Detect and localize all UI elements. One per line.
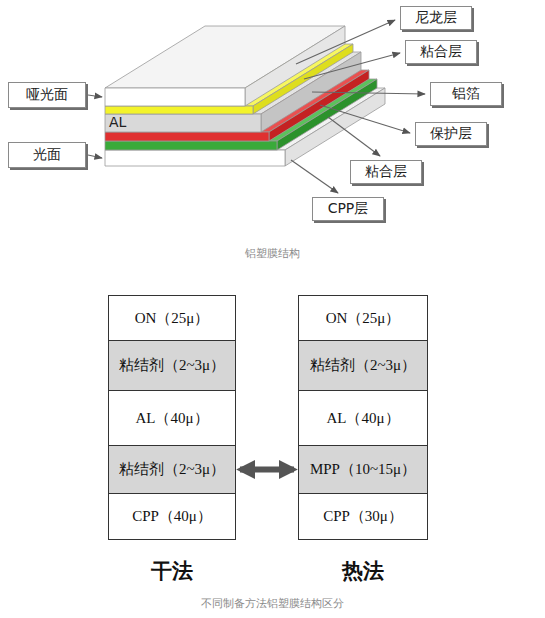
callout-label: 粘合层 <box>420 43 462 61</box>
layer-cell: AL（40μ） <box>298 390 428 446</box>
callout-label: 哑光面 <box>26 86 68 104</box>
layer-text: ON（25μ） <box>326 309 401 328</box>
double-arrow <box>240 467 294 473</box>
figure-caption: 不同制备方法铝塑膜结构区分 <box>0 596 545 611</box>
method-heading: 干法 <box>108 557 236 585</box>
layer-face <box>105 132 269 141</box>
layer-face <box>105 106 253 114</box>
layer-cell: ON（25μ） <box>108 295 236 341</box>
layer-cell: ON（25μ） <box>298 295 428 341</box>
layer-cell: 粘结剂（2~3μ） <box>298 340 428 391</box>
layer-cell: AL（40μ） <box>108 390 236 446</box>
layer-text: 粘结剂（2~3μ） <box>310 356 416 375</box>
structure-stack: 热法ON（25μ）粘结剂（2~3μ）AL（40μ）MPP（10~15μ）CPP（… <box>298 295 428 540</box>
figure-caption: 铝塑膜结构 <box>0 246 545 261</box>
layer-face <box>105 150 285 166</box>
layer-cell: CPP（40μ） <box>108 493 236 540</box>
layer-cell: CPP（30μ） <box>298 493 428 540</box>
callout-box: 尼龙层 <box>400 6 472 30</box>
layer-cell: 粘结剂（2~3μ） <box>108 445 236 494</box>
callout-box: CPP层 <box>312 197 384 221</box>
callout-box: 保护层 <box>415 122 487 146</box>
layer-text: CPP（40μ） <box>132 507 212 526</box>
callout-label: 粘合层 <box>365 163 407 181</box>
layer-mark: AL <box>109 114 126 130</box>
layer-cell: MPP（10~15μ） <box>298 445 428 494</box>
callout-box: 光面 <box>8 142 86 168</box>
film-stack <box>105 26 385 166</box>
layer-text: AL（40μ） <box>326 409 399 428</box>
layer-face <box>105 88 245 106</box>
layer-text: 粘结剂（2~3μ） <box>119 460 225 479</box>
callout-label: 尼龙层 <box>415 9 457 27</box>
structure-stack: 干法ON（25μ）粘结剂（2~3μ）AL（40μ）粘结剂（2~3μ）CPP（40… <box>108 295 236 540</box>
leader-lines <box>88 20 425 193</box>
layer-face <box>105 141 277 150</box>
layer-text: CPP（30μ） <box>323 507 403 526</box>
method-heading: 热法 <box>298 557 428 585</box>
layer-face <box>105 114 261 132</box>
layer-text: ON（25μ） <box>135 309 210 328</box>
callout-box: 哑光面 <box>8 82 86 108</box>
callout-label: 光面 <box>33 146 61 164</box>
callout-label: 铝箔 <box>452 85 480 103</box>
callout-label: 保护层 <box>430 125 472 143</box>
layer-text: MPP（10~15μ） <box>310 460 416 479</box>
layer-text: 粘结剂（2~3μ） <box>119 356 225 375</box>
callout-box: 粘合层 <box>350 160 422 184</box>
layer-face <box>245 26 345 106</box>
layer-cell: 粘结剂（2~3μ） <box>108 340 236 391</box>
layer-text: AL（40μ） <box>135 409 208 428</box>
callout-label: CPP层 <box>328 200 369 218</box>
callout-box: 铝箔 <box>430 82 502 106</box>
callout-box: 粘合层 <box>405 40 477 64</box>
